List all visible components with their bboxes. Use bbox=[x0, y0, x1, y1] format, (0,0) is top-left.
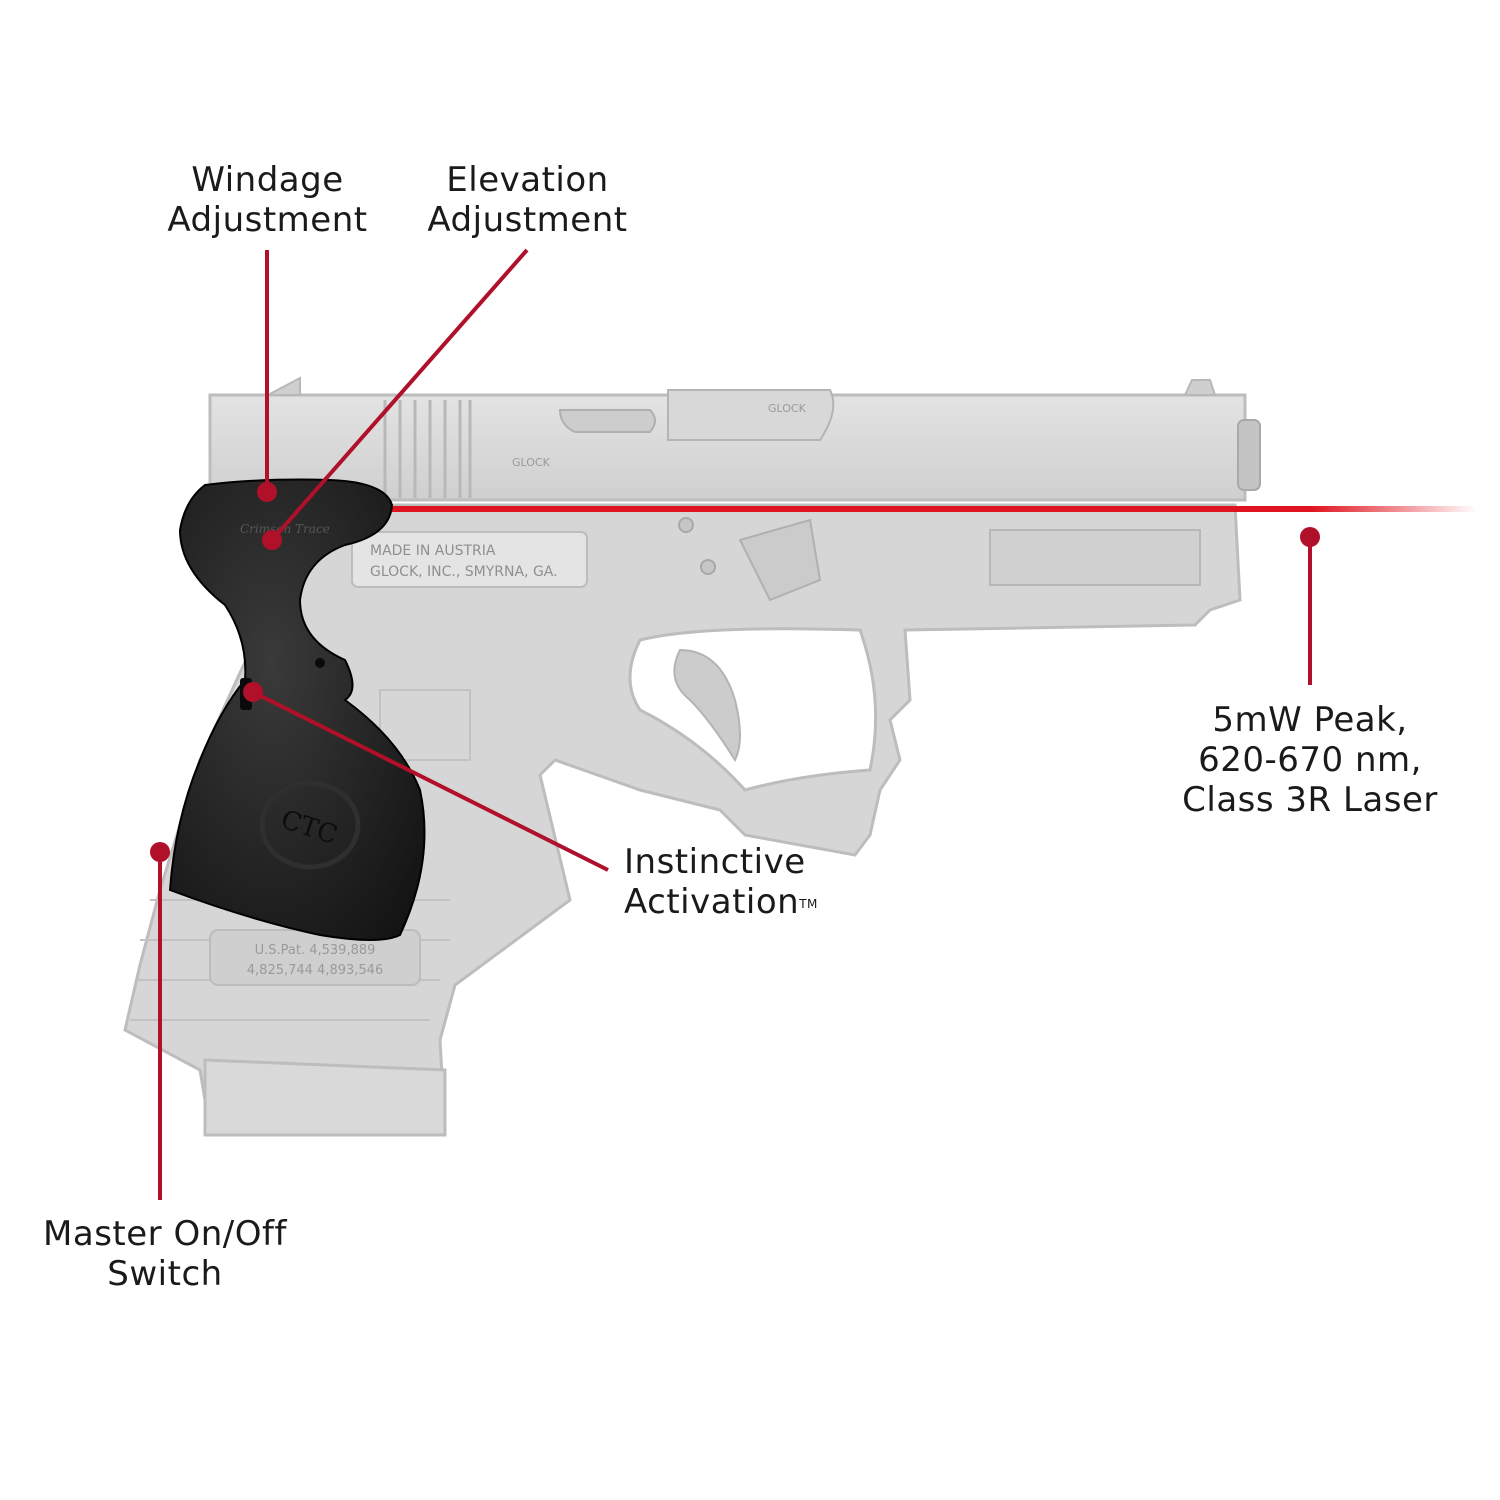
rear-sight bbox=[267, 376, 301, 396]
master-line-1: Master On/Off bbox=[43, 1214, 287, 1254]
grip-brand: Crimson Trace bbox=[240, 522, 330, 536]
ejection-port bbox=[667, 389, 835, 441]
magazine-base bbox=[203, 1058, 447, 1137]
callout-dots bbox=[150, 482, 1320, 862]
laser-beam bbox=[372, 506, 1477, 512]
extractor bbox=[558, 409, 656, 433]
slide-brand-top: GLOCK bbox=[768, 402, 807, 415]
grip-screw bbox=[315, 658, 325, 668]
windage-dot bbox=[257, 482, 277, 502]
patent-line-1: U.S.Pat. 4,539,889 bbox=[255, 943, 376, 958]
master-line-2: Switch bbox=[107, 1254, 223, 1294]
activation-leader bbox=[252, 690, 609, 872]
windage-line-2: Adjustment bbox=[167, 200, 368, 240]
laser-line-3: Class 3R Laser bbox=[1182, 780, 1438, 820]
front-sight bbox=[1183, 379, 1217, 396]
master-dot bbox=[150, 842, 170, 862]
slide-stop bbox=[738, 518, 822, 602]
master-switch-label: Master On/Off Switch bbox=[40, 1214, 290, 1294]
laser-dot bbox=[1300, 527, 1320, 547]
callout-lines bbox=[158, 248, 1312, 1200]
activation-label: Instinctive ActivationTM bbox=[624, 842, 864, 922]
slide-brand-side: GLOCK bbox=[512, 456, 551, 469]
elevation-label: Elevation Adjustment bbox=[420, 160, 635, 240]
trademark-mark: TM bbox=[799, 897, 818, 911]
barrel-muzzle bbox=[1237, 419, 1261, 491]
frame-plate bbox=[351, 531, 588, 588]
grip-logo-emblem bbox=[259, 780, 361, 870]
elevation-line-2: Adjustment bbox=[427, 200, 628, 240]
elevation-leader bbox=[270, 248, 529, 542]
elevation-dot bbox=[262, 530, 282, 550]
laser-spec-label: 5mW Peak, 620-670 nm, Class 3R Laser bbox=[1180, 700, 1440, 820]
frame-marking-2: GLOCK, INC., SMYRNA, GA. bbox=[370, 564, 558, 580]
frame-pin-2 bbox=[700, 559, 716, 575]
rail bbox=[989, 529, 1201, 586]
activation-line-2: Activation bbox=[624, 882, 800, 922]
patent-line-2: 4,825,744 4,893,546 bbox=[247, 963, 383, 978]
windage-line-1: Windage bbox=[191, 160, 344, 200]
frame-marking-1: MADE IN AUSTRIA bbox=[370, 543, 496, 559]
activation-dot bbox=[243, 682, 263, 702]
laser-grip bbox=[168, 478, 426, 941]
activation-line-2-wrap: ActivationTM bbox=[624, 882, 864, 922]
laser-line-1: 5mW Peak, bbox=[1212, 700, 1408, 740]
frame-pin-1 bbox=[678, 517, 694, 533]
slide-serrations bbox=[383, 400, 472, 498]
elevation-line-1: Elevation bbox=[446, 160, 609, 200]
activation-line-1: Instinctive bbox=[624, 842, 806, 882]
laser-line-2: 620-670 nm, bbox=[1198, 740, 1422, 780]
windage-label: Windage Adjustment bbox=[160, 160, 375, 240]
trigger bbox=[673, 648, 741, 763]
